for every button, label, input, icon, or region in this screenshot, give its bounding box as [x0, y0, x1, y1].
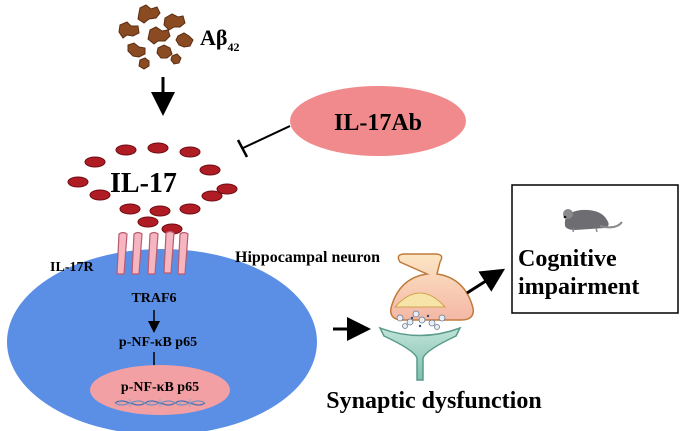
outcome-line1: Cognitive — [518, 246, 617, 272]
nfkb-nucleus-label: p-NF-κB p65 — [121, 380, 199, 395]
il17ab-ellipse — [290, 86, 466, 156]
synapse-icon — [378, 253, 474, 381]
il17-particle-icon — [67, 142, 238, 235]
inhibition-bar — [236, 139, 249, 158]
arrow-synapse-to-outcome — [466, 268, 506, 295]
outcome-box — [511, 184, 679, 314]
receptor-icon — [116, 230, 189, 275]
nucleus — [90, 365, 230, 415]
mouse-icon — [563, 209, 623, 233]
inhibition-line — [242, 125, 291, 149]
il17-label: IL-17 — [110, 168, 177, 199]
abeta-label: Aβ42 — [200, 25, 239, 54]
traf6-label: TRAF6 — [131, 291, 176, 306]
neuron-cell-body — [7, 249, 317, 431]
hippocampal-neuron-label: Hippocampal neuron — [235, 249, 380, 266]
amyloid-beta-aggregate-icon — [118, 4, 194, 70]
nfkb-cytoplasm-label: p-NF-κB p65 — [119, 335, 197, 350]
synaptic-dysfunction-label: Synaptic dysfunction — [326, 388, 541, 414]
dna-icon — [114, 399, 206, 407]
il17ab-label: IL-17Ab — [334, 110, 422, 136]
outcome-line2: impairment — [518, 274, 639, 300]
il17r-label: IL-17R — [50, 260, 94, 275]
